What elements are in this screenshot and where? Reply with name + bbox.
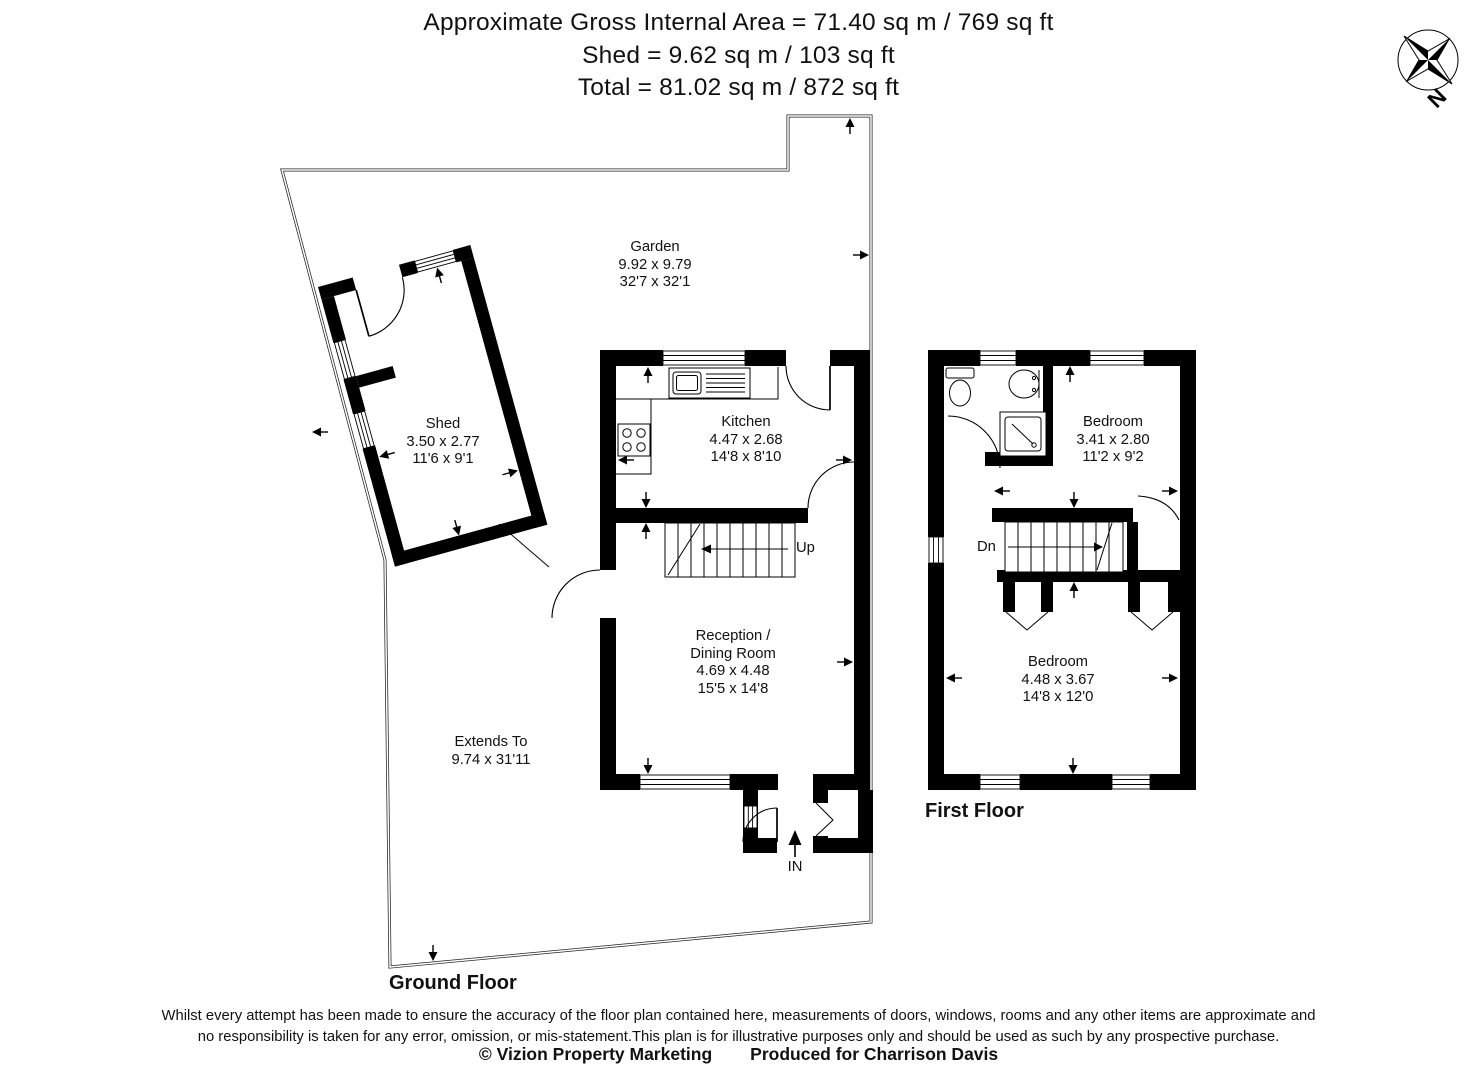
kitchen-partition-wall: [600, 508, 808, 523]
extends-to-label: Extends To 9.74 x 31'11: [451, 734, 531, 768]
side-door-arc: [551, 569, 601, 619]
stairs-down-label: Dn: [977, 539, 996, 555]
front-door: [742, 807, 778, 843]
bedroom-back-label: Bedroom 4.48 x 3.67 14'8 x 12'0: [1021, 654, 1095, 706]
kitchen-hall-door-arc: [807, 461, 855, 509]
shed-area: Shed = 9.62 sq m / 103 sq ft: [582, 41, 895, 69]
porch-window: [743, 805, 758, 829]
shed-dimension-ticks: [378, 266, 520, 537]
compass-icon: N: [1397, 29, 1459, 113]
stair-wall-lower: [997, 570, 1180, 582]
kitchen-sink: [668, 367, 751, 399]
bedroom-back-window-left: [979, 774, 1021, 790]
bedroom-front-window-left: [979, 350, 1017, 366]
shed-label: Shed 3.50 x 2.77 11'6 x 9'1: [406, 416, 480, 468]
stair-down-arrow: [1094, 542, 1103, 552]
hall-cupboard-doors: [815, 802, 834, 837]
gross-internal-area: Approximate Gross Internal Area = 71.40 …: [423, 9, 1054, 36]
total-area: Total = 81.02 sq m / 872 sq ft: [577, 74, 900, 101]
shed-window-left-upper: [333, 339, 356, 380]
bedroom-front-label: Bedroom 3.41 x 2.80 11'2 x 9'2: [1076, 414, 1150, 466]
first-floor-plan: [928, 350, 1196, 790]
shower: [999, 411, 1047, 457]
shed-outline: [318, 245, 548, 567]
bedroom-closets: [1003, 582, 1180, 631]
side-passage: [498, 523, 601, 619]
disclaimer-line-2: no responsibility is taken for any error…: [197, 1029, 1280, 1045]
shed-window-top: [414, 250, 457, 273]
bedroom-back-window-right: [1111, 774, 1151, 790]
shed-window-left-lower: [353, 410, 375, 450]
shed-door: [355, 277, 405, 337]
stair-up-arrow: [701, 544, 711, 554]
ground-floor-plan: [312, 118, 873, 961]
bedroom-front-window-right: [1089, 350, 1145, 366]
north-label: N: [1422, 84, 1451, 113]
stair-cupboard-door-arc: [1137, 495, 1180, 521]
toilet: [945, 367, 975, 407]
kitchen-hob: [617, 423, 651, 457]
ground-floor-title: Ground Floor: [389, 972, 517, 994]
reception-label: Reception / Dining Room 4.69 x 4.48 15'5…: [690, 628, 776, 697]
staircase-first: [1004, 521, 1124, 573]
stairs-up-label: Up: [796, 540, 815, 556]
landing-window: [928, 536, 944, 564]
disclaimer-line-1: Whilst every attempt has been made to en…: [161, 1008, 1316, 1024]
bathroom: [945, 366, 1053, 469]
entrance-arrow: [788, 830, 802, 857]
basin: [1008, 369, 1040, 399]
entrance-porch: [742, 790, 873, 857]
copyright-vizion: © Vizion Property Marketing: [478, 1044, 713, 1064]
closet-doors-right: [1130, 611, 1174, 631]
kitchen-garden-door: [785, 365, 831, 411]
kitchen-counter: [616, 367, 779, 475]
garden-boundary: [280, 114, 873, 969]
kitchen-label: Kitchen 4.47 x 2.68 14'8 x 8'10: [709, 414, 783, 466]
area-summary: Approximate Gross Internal Area = 71.40 …: [0, 7, 1477, 105]
reception-window: [639, 774, 731, 790]
bathroom-door-arc: [947, 415, 1001, 469]
staircase-ground: [664, 522, 796, 578]
stair-wall-upper: [992, 508, 1133, 522]
garden-label: Garden 9.92 x 9.79 32'7 x 32'1: [618, 239, 692, 291]
first-floor-title: First Floor: [925, 800, 1024, 822]
entrance-in-label: IN: [787, 859, 803, 875]
credit-line: © Vizion Property Marketing Produced for …: [0, 1044, 1477, 1065]
closet-doors-left: [1005, 611, 1049, 631]
kitchen-window: [662, 350, 746, 366]
produced-for: Produced for Charrison Davis: [750, 1044, 999, 1064]
shed-interior-wall: [356, 366, 396, 388]
